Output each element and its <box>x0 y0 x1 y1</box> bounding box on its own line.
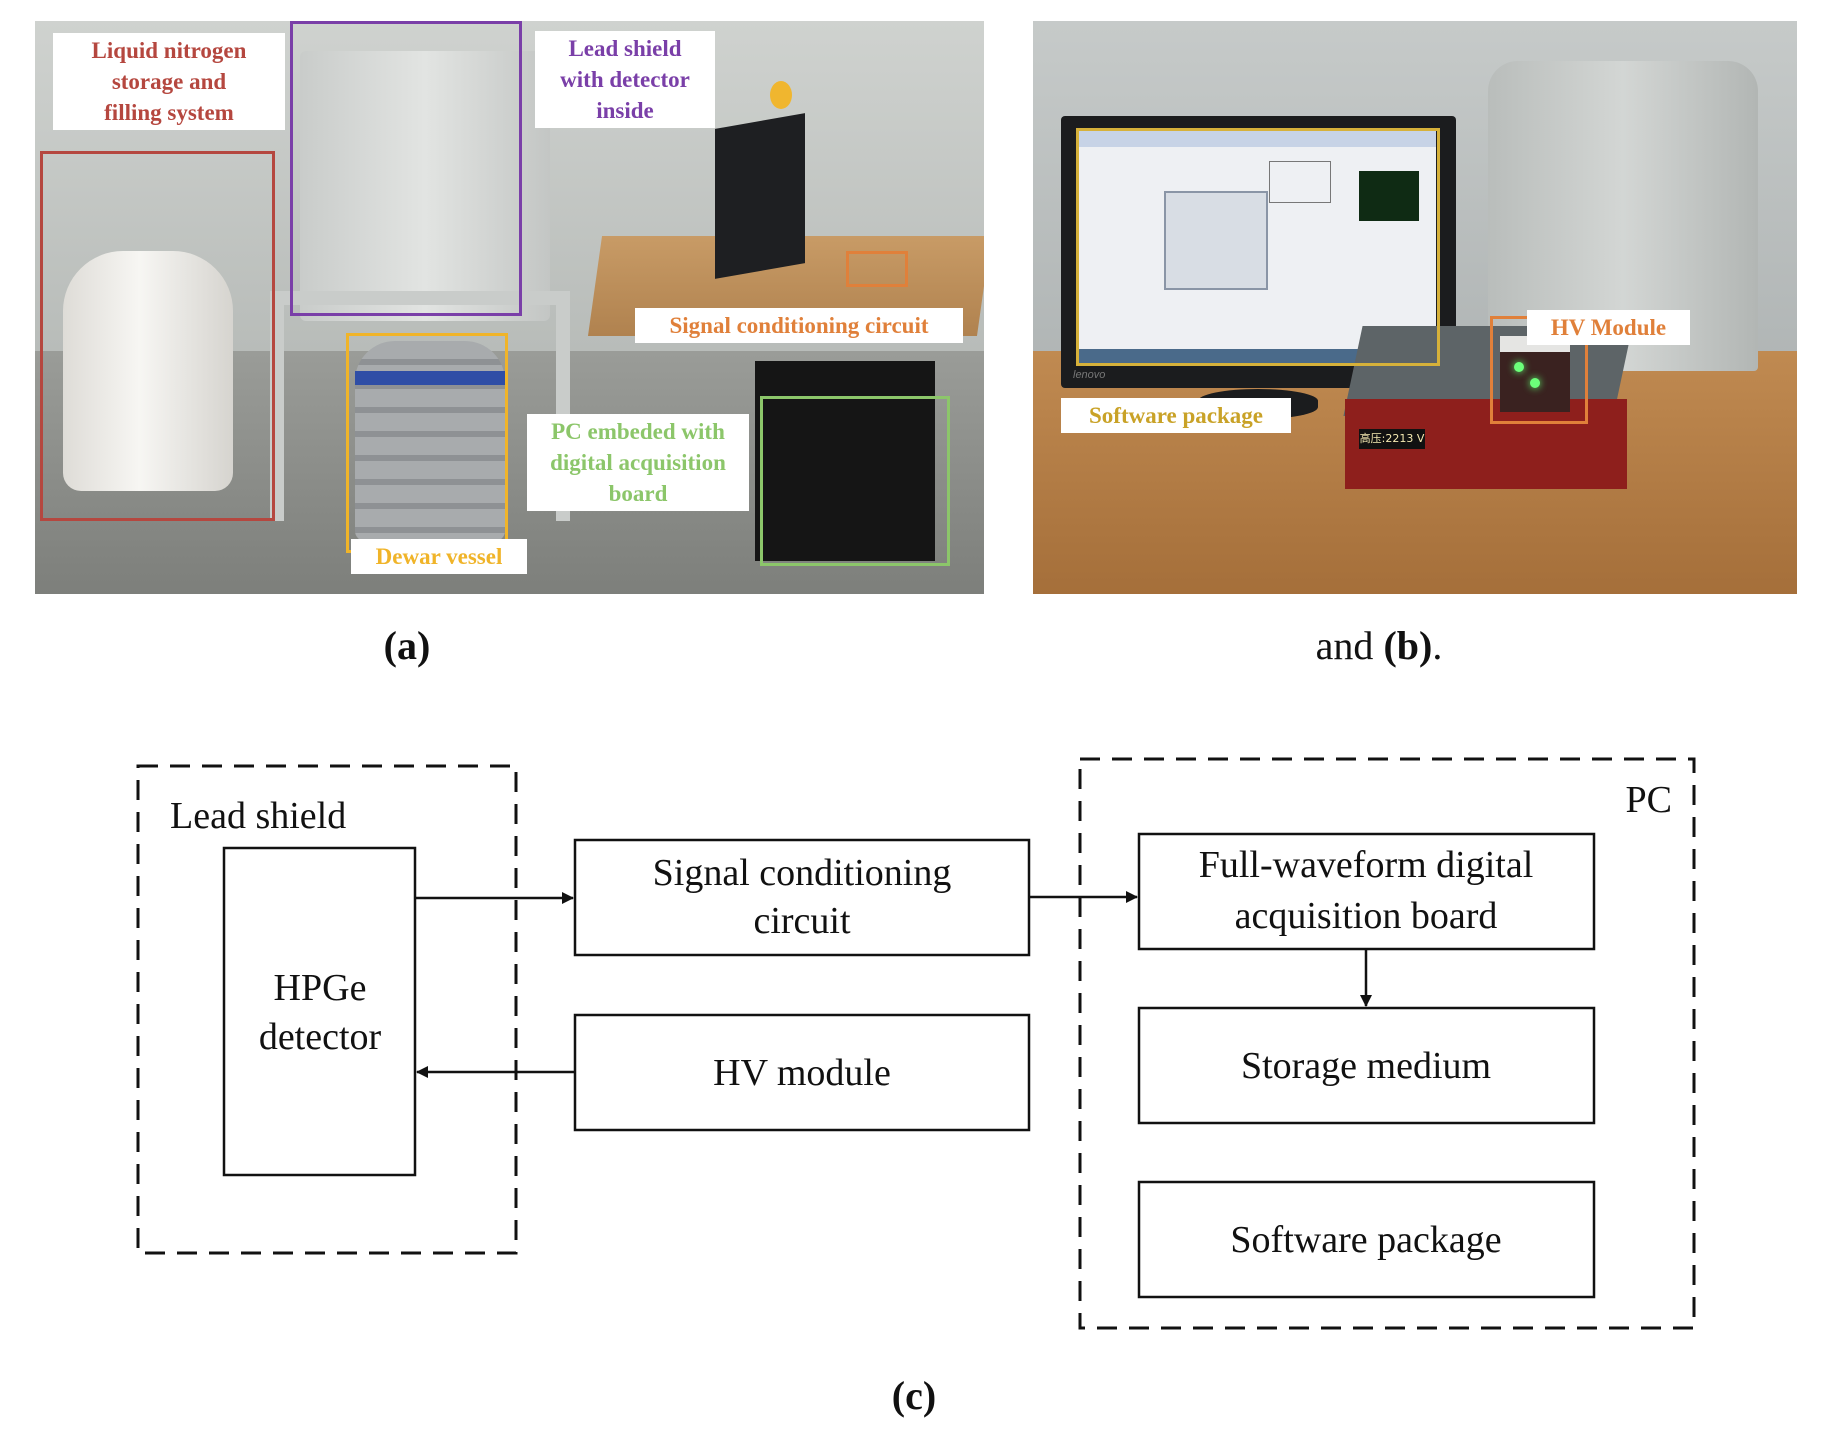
label-line: PC embeded with <box>551 419 725 444</box>
block-frame <box>573 1013 1031 1132</box>
block-hv-module: HV module <box>573 1013 1031 1132</box>
software-log-panel <box>1359 171 1419 221</box>
block-frame <box>1137 1180 1596 1299</box>
highlight-dewar-vessel <box>346 333 508 553</box>
group-label-lead-shield: Lead shield <box>170 795 346 837</box>
block-text: detector <box>259 1016 382 1058</box>
block-frame <box>1137 832 1596 951</box>
label-line: Dewar vessel <box>375 544 503 569</box>
label-line: board <box>608 481 668 506</box>
block-digital-acquisition-board: Full-waveform digital acquisition board <box>1137 832 1596 951</box>
block-signal-conditioning-circuit: Signal conditioning circuit <box>573 838 1031 957</box>
label-line: digital acquisition <box>550 450 726 475</box>
monitor-brand: lenovo <box>1073 369 1106 381</box>
label-dewar: Dewar vessel <box>351 539 527 574</box>
label-liquid-nitrogen: Liquid nitrogen storage and filling syst… <box>53 33 285 130</box>
block-text: Signal conditioning <box>653 852 952 894</box>
caption-a-text: (a) <box>383 623 431 668</box>
block-software-package: Software package <box>1137 1180 1596 1299</box>
block-frame <box>1137 1006 1596 1125</box>
highlight-lead-shield <box>290 21 522 316</box>
block-hpge-detector: HPGe detector <box>222 846 417 1177</box>
block-text: HPGe <box>274 967 367 1009</box>
toy-figure <box>770 81 792 109</box>
label-line: filling system <box>104 100 234 125</box>
label-line: with detector <box>560 67 690 92</box>
caption-a: (a) <box>384 622 431 669</box>
software-toolbar <box>1079 131 1436 147</box>
group-label-pc: PC <box>1626 779 1672 821</box>
software-preview <box>1269 161 1331 203</box>
label-pc: PC embeded with digital acquisition boar… <box>527 414 749 511</box>
block-text: acquisition board <box>1235 895 1498 937</box>
photo-panel-a: Liquid nitrogen storage and filling syst… <box>35 21 984 594</box>
monitor-screen <box>1079 131 1436 363</box>
label-lead-shield: Lead shield with detector inside <box>535 31 715 128</box>
software-dialog <box>1164 191 1268 290</box>
caption-b-suffix: . <box>1432 623 1443 668</box>
label-line: storage and <box>111 69 227 94</box>
block-diagram: Lead shield PC HPGe detector Signal cond… <box>136 757 1696 1330</box>
taskbar <box>1079 349 1436 363</box>
label-line: HV Module <box>1550 315 1667 340</box>
label-signal-conditioning: Signal conditioning circuit <box>635 308 963 343</box>
block-storage-medium: Storage medium <box>1137 1006 1596 1125</box>
block-frame <box>222 846 417 1177</box>
instrument-front: 高压:2213 V <box>1345 399 1627 489</box>
dewar-band <box>355 371 505 385</box>
caption-b-prefix: and <box>1315 623 1384 668</box>
label-hv-module: HV Module <box>1527 310 1690 345</box>
block-text: circuit <box>753 900 851 942</box>
green-led <box>1530 378 1540 388</box>
block-frame <box>573 838 1031 957</box>
label-line: Liquid nitrogen <box>91 38 247 63</box>
lead-shield-body <box>300 51 550 321</box>
caption-c-text: (c) <box>891 1373 937 1418</box>
label-line: Lead shield <box>568 36 682 61</box>
label-software-package: Software package <box>1061 398 1291 433</box>
highlight-pc <box>760 396 950 566</box>
hv-display: 高压:2213 V <box>1359 429 1425 449</box>
green-led <box>1514 362 1524 372</box>
highlight-software <box>1076 128 1440 366</box>
caption-b-bold: (b) <box>1383 623 1433 668</box>
highlight-nitrogen-system <box>40 151 275 521</box>
group-lead-shield <box>136 764 518 1255</box>
label-line: Software package <box>1089 403 1263 428</box>
block-text: HV module <box>713 1052 891 1094</box>
caption-c: (c) <box>892 1372 936 1419</box>
group-pc <box>1078 757 1696 1330</box>
label-line: Signal conditioning circuit <box>669 313 929 338</box>
photo-panel-b: lenovo 高压:2213 V Software package HV Mod… <box>1033 21 1797 594</box>
label-line: inside <box>596 98 654 123</box>
block-text: Storage medium <box>1241 1045 1491 1087</box>
highlight-signal-circuit <box>846 251 908 287</box>
pc-tower <box>755 361 935 561</box>
monitor-back <box>715 113 805 279</box>
caption-b: and (b). <box>1316 622 1443 669</box>
block-text: Full-waveform digital <box>1199 844 1534 886</box>
block-text: Software package <box>1230 1219 1501 1261</box>
nitrogen-tank <box>63 251 233 491</box>
